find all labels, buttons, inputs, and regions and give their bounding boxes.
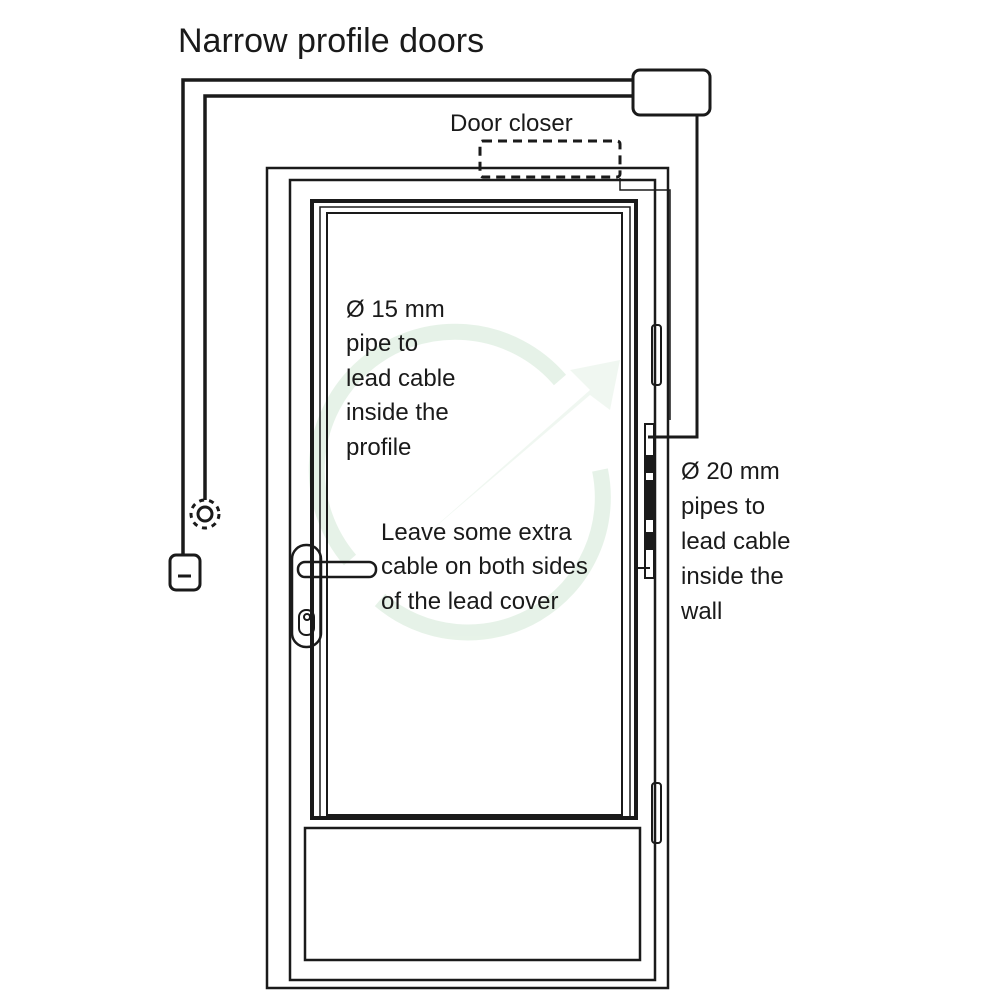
label-line: inside the bbox=[346, 399, 449, 426]
door-closer bbox=[478, 139, 622, 179]
door-outer-frame bbox=[265, 166, 670, 990]
label-line: lead cable bbox=[346, 365, 455, 392]
pipe-15-label: Ø 15 mm pipe to lead cable inside the pr… bbox=[346, 296, 455, 461]
key-cylinder bbox=[298, 609, 315, 636]
label-line: profile bbox=[346, 434, 411, 461]
cable-lead-cover bbox=[636, 423, 655, 579]
label-line: Ø 15 mm bbox=[346, 296, 445, 323]
bottom-panel bbox=[303, 826, 642, 962]
door-handle bbox=[290, 543, 378, 649]
keypad-icon bbox=[168, 553, 202, 592]
glass-frame bbox=[310, 199, 638, 820]
label-line: pipe to bbox=[346, 330, 418, 357]
label-line: of the lead cover bbox=[381, 588, 558, 615]
glass-frame-inner-line bbox=[319, 206, 631, 819]
doorbell-icon bbox=[189, 498, 221, 530]
label-line: Leave some extra bbox=[381, 519, 572, 546]
cable-doorbell bbox=[203, 94, 633, 500]
door-leaf bbox=[288, 178, 657, 982]
extra-cable-label: Leave some extra cable on both sides of … bbox=[381, 519, 588, 615]
cable-keypad bbox=[181, 78, 633, 555]
profile-pipe bbox=[619, 178, 671, 420]
label-line: wall bbox=[680, 598, 722, 625]
label-line: Ø 20 mm bbox=[681, 458, 780, 485]
control-unit bbox=[631, 68, 712, 117]
label-line: cable on both sides bbox=[381, 553, 588, 580]
diagram-title: Narrow profile doors bbox=[178, 22, 484, 60]
label-line: inside the bbox=[681, 563, 784, 590]
hinge-top bbox=[651, 324, 662, 386]
door-closer-label: Door closer bbox=[450, 110, 573, 137]
label-line: pipes to bbox=[681, 493, 765, 520]
cable-wall-pipe bbox=[648, 115, 699, 439]
glass-pane bbox=[326, 212, 623, 816]
pipe-20-label: Ø 20 mm pipes to lead cable inside the w… bbox=[680, 458, 790, 625]
label-line: lead cable bbox=[681, 528, 790, 555]
hinge-bottom bbox=[651, 782, 662, 844]
